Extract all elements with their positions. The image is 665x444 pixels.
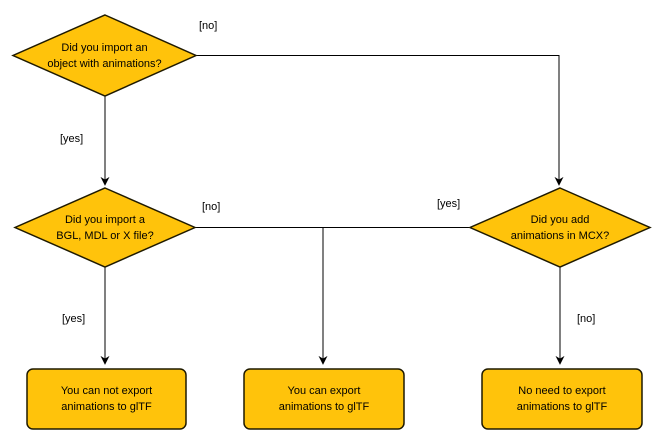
edge-import-animations-no xyxy=(196,55,564,186)
result-no-need-export-shape xyxy=(481,368,643,430)
result-can-export-shape xyxy=(243,368,405,430)
decision-import-animations-shape xyxy=(11,14,198,97)
decision-mcx-animations-shape xyxy=(468,187,652,268)
decision-import-bgl-shape xyxy=(13,187,197,268)
result-cannot-export-shape xyxy=(26,368,187,430)
